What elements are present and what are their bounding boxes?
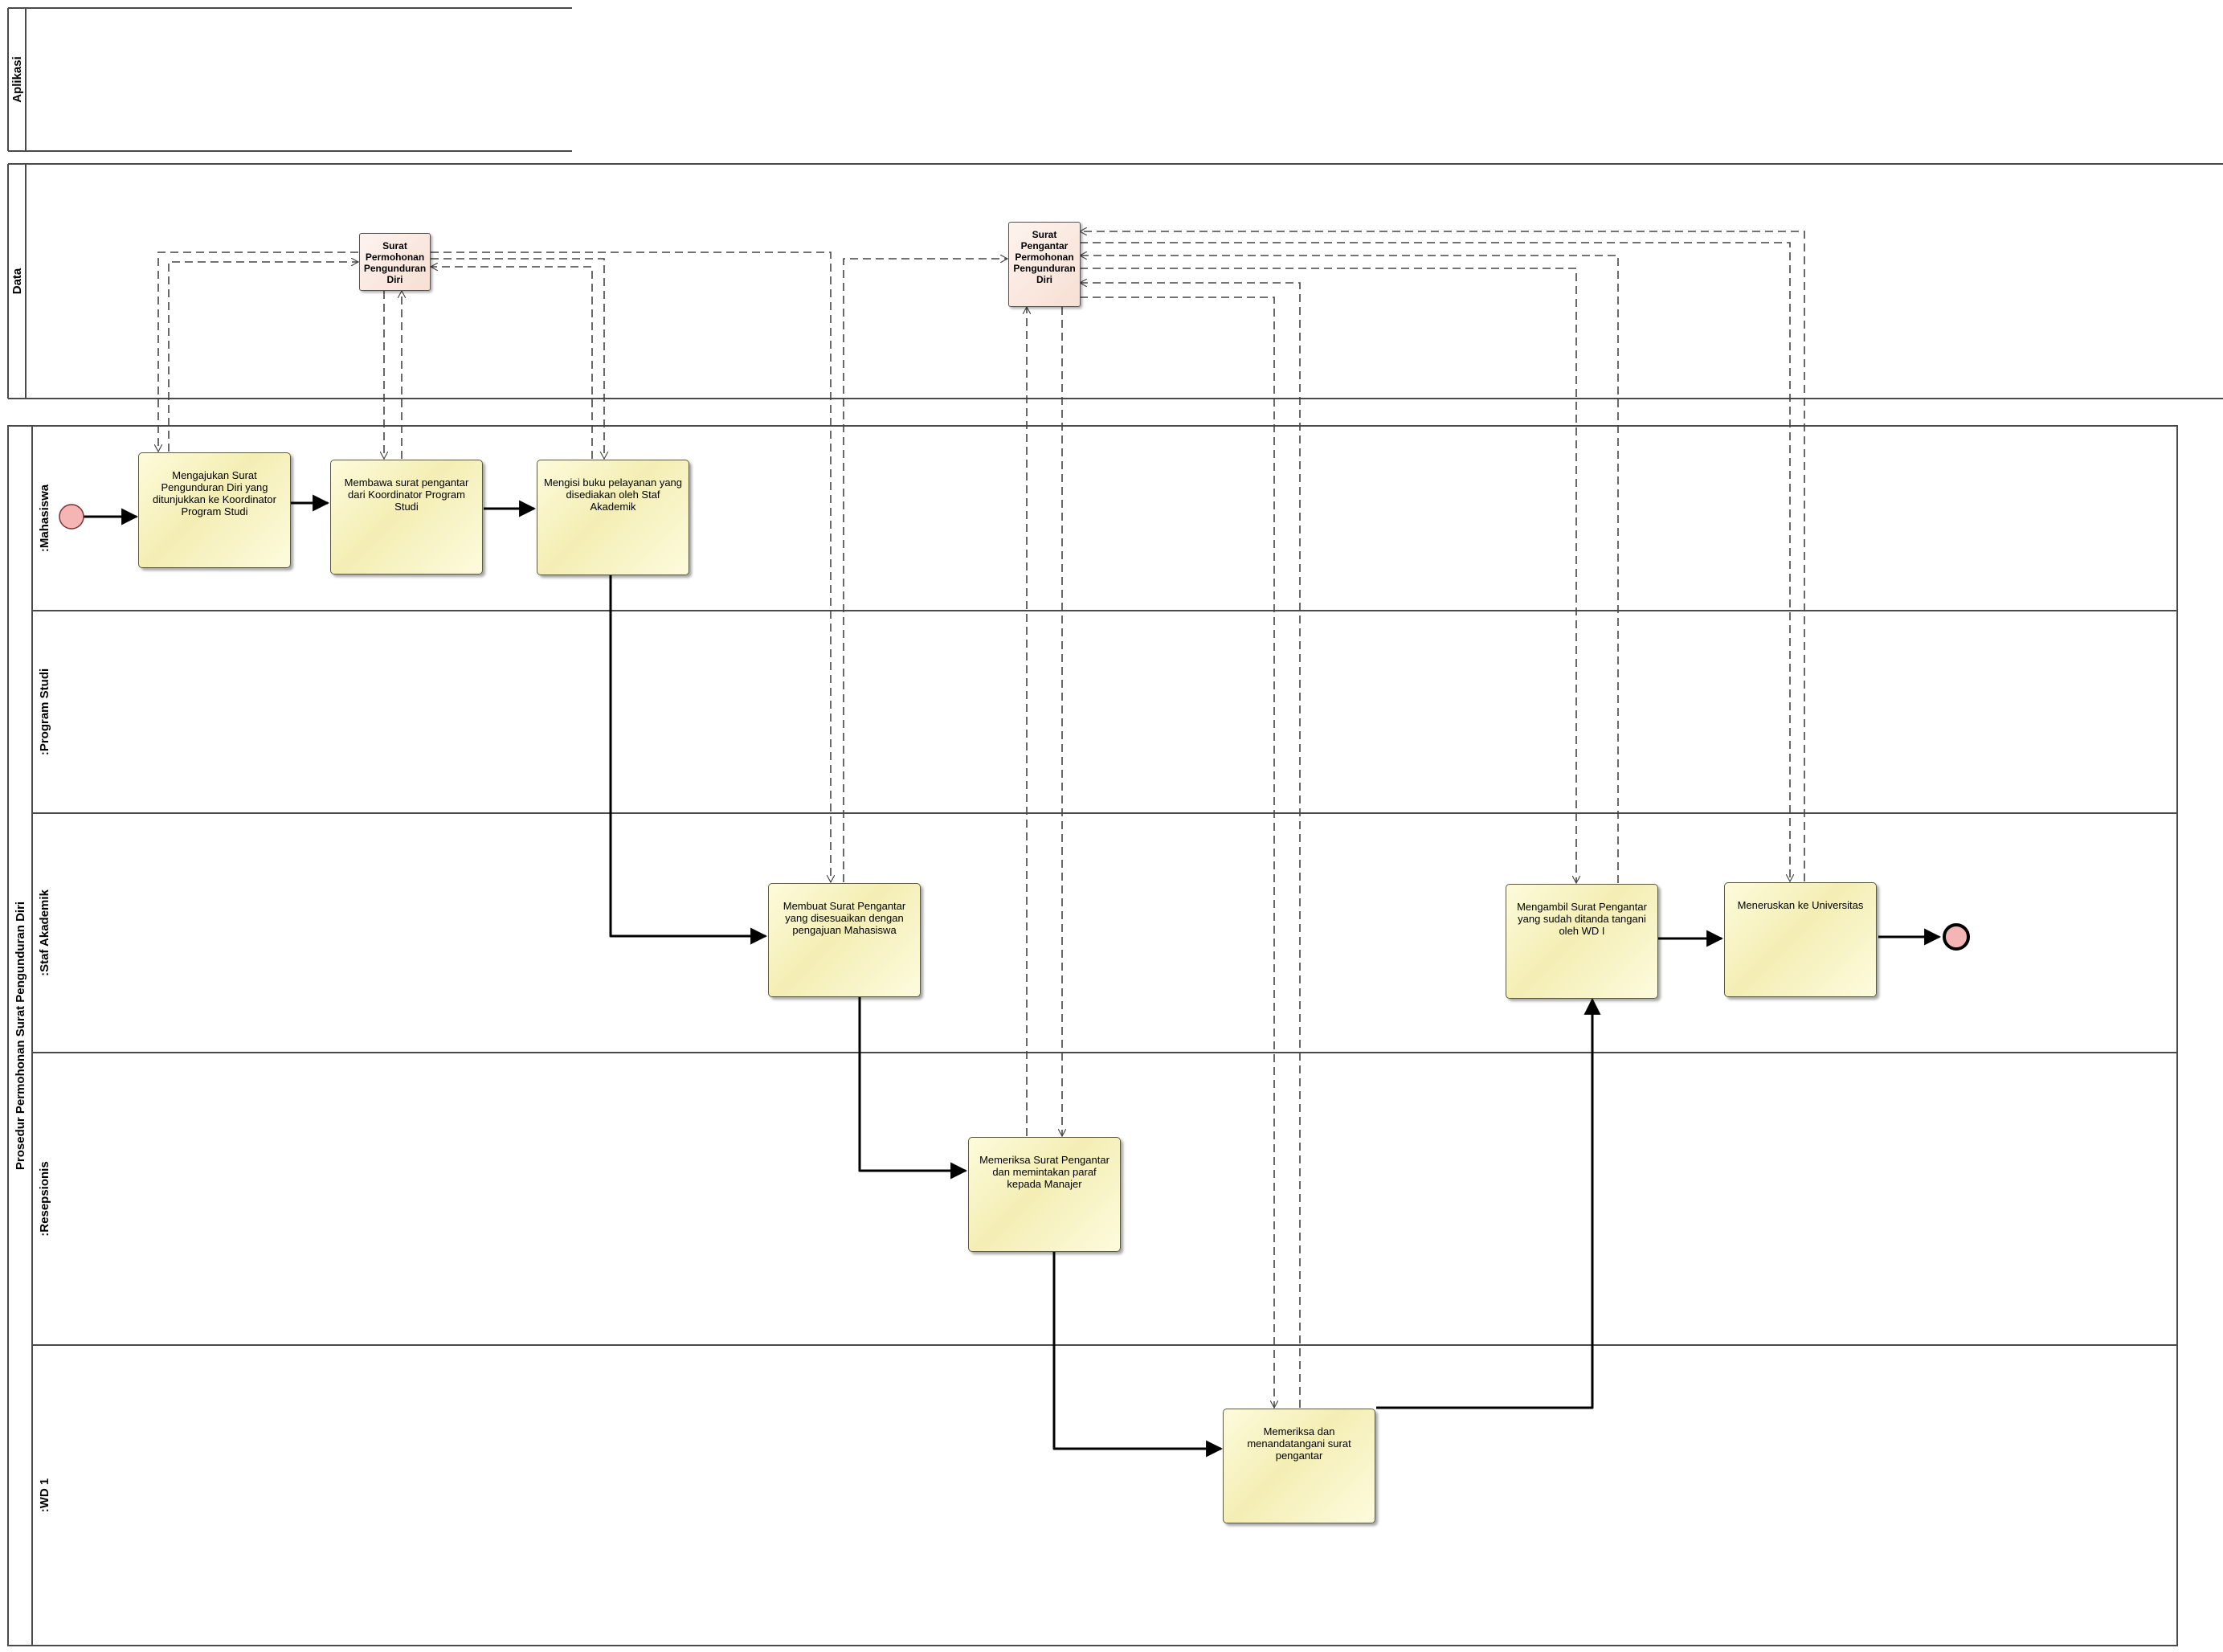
pool-label-main: Prosedur Permohonan Surat Pengunduran Di… [14,902,27,1170]
assoc-t7-dp2-up [1080,256,1619,883]
flow-t5-t6 [1052,1252,1224,1458]
pool-label-aplikasi: Aplikasi [10,56,24,103]
assoc-t6-dp2-up [1080,283,1301,1408]
sequence-flows [84,494,1942,1458]
start-event[interactable] [59,504,84,530]
task-meneruskan-ke-universitas[interactable]: Meneruskan ke Universitas [1724,882,1877,997]
data-object-surat-permohonan[interactable]: Surat Permohonan Pengunduran Diri [359,233,431,291]
assoc-t3-dp1-up [431,267,593,459]
flow-t6-t7 [1376,997,1601,1409]
task-memeriksa-surat-pengantar[interactable]: Memeriksa Surat Pengantar dan memintakan… [968,1137,1121,1252]
task-mengisi-buku-pelayanan[interactable]: Mengisi buku pelayanan yang disediakan o… [537,460,689,575]
assoc-t4-dp2-up [843,259,1007,882]
lane-label-staf-akademik: :Staf Akademik [38,889,51,975]
task-mengambil-surat-pengantar[interactable]: Mengambil Surat Pengantar yang sudah dit… [1506,884,1658,999]
pool-data[interactable] [7,163,2223,399]
assoc-dp2-t6-down [1080,296,1274,1408]
pool-aplikasi[interactable] [7,7,572,152]
lane-label-mahasiswa: :Mahasiswa [38,484,51,552]
assoc-t1-dp1-up [168,262,358,452]
lane-label-wd1: :WD 1 [38,1478,51,1513]
end-event[interactable] [1943,923,1970,951]
assoc-dp2-t7-down [1080,268,1576,883]
lane-label-resepsionis: :Resepsionis [38,1161,51,1236]
assoc-t8-dp2-up [1080,231,1805,881]
flow-t4-t5 [858,997,968,1180]
flow-t3-t4 [609,575,768,945]
lane-label-program-studi: :Program Studi [38,669,51,755]
pool-main[interactable] [7,425,2178,1646]
assoc-dp1-t4-down [431,251,831,882]
data-associations [158,231,1805,1408]
data-object-surat-pengantar[interactable]: Surat Pengantar Permohonan Pengunduran D… [1008,222,1081,307]
assoc-dp2-t8-down [1080,242,1790,881]
task-mengajukan-surat[interactable]: Mengajukan Surat Pengunduran Diri yang d… [138,452,291,568]
assoc-dp1-t1-down [158,251,358,452]
task-membawa-surat-pengantar[interactable]: Membawa surat pengantar dari Koordinator… [330,460,483,575]
assoc-dp1-t3-down [431,258,604,459]
pool-label-data: Data [10,268,24,294]
task-membuat-surat-pengantar[interactable]: Membuat Surat Pengantar yang disesuaikan… [768,883,921,997]
task-memeriksa-menandatangani[interactable]: Memeriksa dan menandatangani surat penga… [1223,1409,1375,1523]
